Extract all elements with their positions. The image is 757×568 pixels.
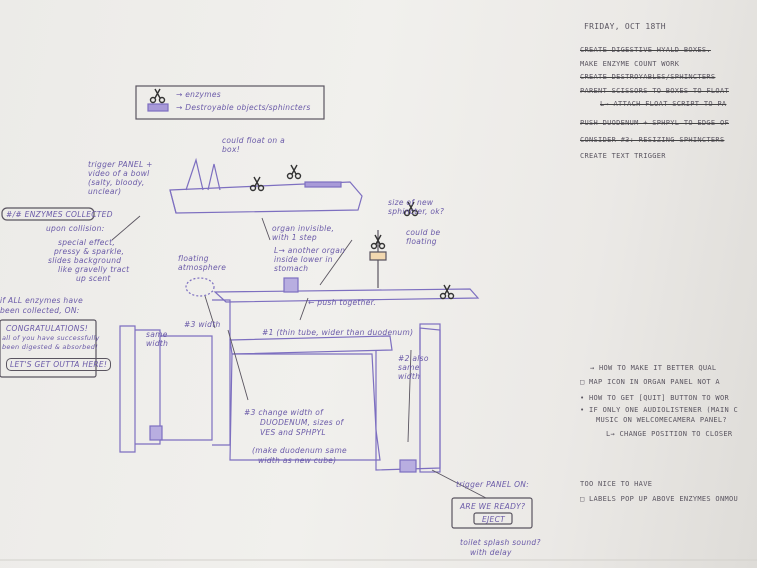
- todo-item: MAKE ENZYME COUNT WORK: [580, 60, 680, 68]
- tube-3: [229, 353, 381, 461]
- make-duodenum-line-2: width as new cube): [258, 456, 337, 465]
- nice-item: □ LABELS POP UP ABOVE ENZYMES ONMOU: [580, 495, 739, 503]
- enzymes-collected-label: #/# ENZYMES COLLECTED: [6, 210, 113, 219]
- make-duodenum-line-1: (make duodenum same: [252, 446, 347, 455]
- todo-item: PARENT SCISSORS TO BOXES TO FLOAT: [580, 87, 729, 95]
- another-organ-note: L→ another organ inside lower in stomach: [274, 246, 346, 273]
- improve-item: L→ CHANGE POSITION TO CLOSER: [606, 430, 733, 438]
- improve-item: • IF ONLY ONE AUDIOLISTENER (MAIN C: [580, 406, 739, 414]
- effect-line-5: up scent: [76, 274, 111, 283]
- legend-destroyables: → Destroyable objects/sphincters: [176, 103, 311, 112]
- improve-item: □ MAP ICON IN ORGAN PANEL NOT A: [580, 378, 720, 386]
- eject-button-outline: [473, 512, 513, 525]
- floating-sparkle: [185, 277, 215, 297]
- center-column: [212, 299, 231, 446]
- todo-item: PUSH DUODENUM + SPHPYL TO EDGE OF: [580, 119, 729, 127]
- trigger-panel-note: trigger PANEL + video of a bowl (salty, …: [88, 160, 153, 196]
- change-width-line-3: VES and SPHPYL: [260, 428, 326, 437]
- scissors-icon-3: [370, 234, 386, 250]
- congrats-box: [0, 319, 97, 378]
- same-width-note: same width: [146, 330, 169, 348]
- improve-item: • HOW TO GET [QUIT] BUTTON TO WOR: [580, 394, 729, 402]
- notes-heading: FRIDAY, OCT 18TH: [584, 22, 666, 31]
- improve-item: → HOW TO MAKE IT BETTER QUAL: [590, 364, 717, 372]
- left-bottom-block: [149, 425, 163, 441]
- scissors-icon-legend: [149, 88, 166, 104]
- todo-item: CREATE DIGESTIVE HYALD BOXES.: [580, 46, 711, 54]
- all-enzymes-line-2: been collected, ON:: [0, 306, 80, 315]
- could-be-floating-note: could be floating: [406, 228, 441, 246]
- left-column: [119, 325, 136, 453]
- lets-get-out-button: LET'S GET OUTTA HERE!: [6, 358, 112, 371]
- eject-button-label: EJECT: [482, 515, 506, 524]
- enzymes-collected-box: [1, 207, 95, 221]
- congrats-title: CONGRATULATIONS!: [6, 324, 89, 333]
- all-enzymes-line-1: if ALL enzymes have: [0, 296, 84, 305]
- push-together-note: ← push together.: [308, 298, 377, 307]
- scissors-icon-4: [439, 284, 455, 300]
- trigger-panel-shapes: [185, 157, 221, 191]
- size-sphincter-note: size of new sphincter, ok?: [388, 198, 445, 216]
- effect-line-1: special effect,: [58, 238, 116, 247]
- scissors-icon-2: [286, 164, 302, 180]
- effect-line-2: pressy & sparkle,: [54, 247, 125, 256]
- floating-atmosphere-note: floating atmosphere: [178, 254, 227, 272]
- toilet-sound-line-2: with delay: [470, 548, 512, 557]
- legend-enzymes: → enzymes: [176, 90, 221, 99]
- trigger-panel-box: [451, 497, 533, 529]
- right-bottom-block: [399, 459, 417, 473]
- trigger-panel-on-label: trigger PANEL ON:: [456, 480, 530, 489]
- todo-item: CONSIDER #3: RESIZING SPHINCTERS: [580, 136, 725, 144]
- destroyable-block-top: [304, 181, 342, 188]
- change-width-line-1: #3 change width of: [244, 408, 324, 417]
- shelf: [213, 288, 480, 303]
- label-2-width: #2 also same width: [398, 354, 429, 381]
- shelf-block: [283, 277, 299, 293]
- nice-heading: TOO NICE TO HAVE: [580, 480, 653, 488]
- change-width-line-2: DUODENUM, sizes of: [260, 418, 344, 427]
- label-3-width: #3 width: [184, 320, 221, 329]
- congrats-line-3: been digested & absorbed!: [2, 343, 99, 351]
- right-column: [419, 323, 441, 473]
- toilet-sound-line-1: toilet splash sound?: [460, 538, 541, 547]
- congrats-line-2: all of you have successfully: [2, 334, 100, 342]
- todo-item: CREATE TEXT TRIGGER: [580, 152, 666, 160]
- are-we-ready-label: ARE WE READY?: [460, 502, 526, 511]
- right-tube: [375, 327, 441, 471]
- improve-item: MUSIC ON WELCOMECAMERA PANEL?: [596, 416, 727, 424]
- legend-box: [135, 85, 325, 120]
- tube-1: [229, 335, 393, 355]
- todo-item: L→ ATTACH FLOAT SCRIPT TO PA: [600, 100, 727, 108]
- thin-tube-note: #1 (thin tube, wider than duodenum): [262, 328, 414, 337]
- could-float-note: could float on a box!: [222, 136, 286, 154]
- scissors-icon-5: [403, 201, 419, 217]
- effect-line-4: like gravelly tract: [58, 265, 130, 274]
- scissors-icon-1: [249, 176, 265, 192]
- effect-line-3: slides background: [48, 256, 122, 265]
- organ-invisible-note: organ invisible, with 1 step: [272, 224, 335, 242]
- todo-item: CREATE DESTROYABLES/SPHINCTERS: [580, 73, 716, 81]
- legend-destroyable-swatch: [147, 103, 169, 112]
- upon-collision: upon collision:: [46, 224, 105, 233]
